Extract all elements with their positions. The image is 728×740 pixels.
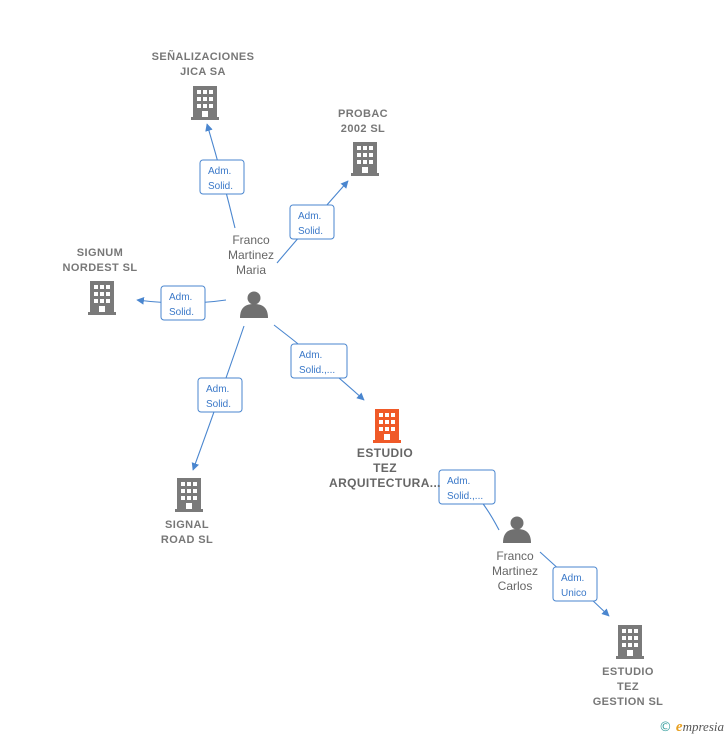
edge-role-label[interactable]: Adm. Solid.,... bbox=[290, 343, 348, 379]
edge-label-text: Solid. bbox=[208, 181, 233, 192]
edge-franco-martinez-carlos-to-estudio-tez-arquitectura: Adm. Solid.,... bbox=[437, 469, 500, 531]
edge-label-box bbox=[290, 343, 348, 379]
building-icon bbox=[351, 142, 379, 176]
edge-role-label[interactable]: Adm. Solid. bbox=[160, 285, 206, 321]
edge-role-label[interactable]: Adm. Solid. bbox=[199, 159, 245, 195]
building-icon bbox=[175, 478, 203, 512]
company-node-signum[interactable]: SIGNUM NORDEST SL bbox=[63, 247, 138, 315]
building-icon bbox=[373, 409, 401, 443]
edge-label-text: Solid. bbox=[298, 226, 323, 237]
company-name-line: TEZ bbox=[617, 681, 639, 693]
company-node-estudio-tez-gestion[interactable]: ESTUDIO TEZ GESTION SL bbox=[593, 625, 664, 708]
edge-label-text: Solid. bbox=[169, 307, 194, 318]
company-node-senalizaciones[interactable]: SEÑALIZACIONES JICA SA bbox=[152, 50, 255, 120]
edge-franco-martinez-maria-to-senalizaciones: Adm. Solid. bbox=[199, 123, 245, 229]
person-name-line: Franco bbox=[232, 233, 270, 247]
company-name-line: PROBAC bbox=[338, 108, 388, 120]
edge-role-label[interactable]: Adm. Solid.,... bbox=[438, 469, 496, 505]
edge-franco-martinez-maria-to-probac: Adm. Solid. bbox=[276, 180, 349, 264]
company-name-line: 2002 SL bbox=[341, 123, 385, 135]
edge-franco-martinez-maria-to-estudio-tez-arquitectura: Adm. Solid.,... bbox=[273, 324, 365, 401]
edge-franco-martinez-maria-to-signal-road: Adm. Solid. bbox=[191, 325, 245, 471]
company-node-estudio-tez-arquitectura[interactable]: ESTUDIOTEZARQUITECTURA... bbox=[329, 409, 441, 490]
footer-brand: © empresia bbox=[659, 719, 724, 736]
company-node-signal-road[interactable]: SIGNAL ROAD SL bbox=[161, 478, 213, 546]
building-icon bbox=[191, 86, 219, 120]
edge-label-box bbox=[160, 285, 206, 321]
company-name-line: ARQUITECTURA... bbox=[329, 476, 441, 490]
company-name-line: GESTION SL bbox=[593, 696, 664, 708]
edge-label-box bbox=[199, 159, 245, 195]
edge-label-box bbox=[438, 469, 496, 505]
brand-logo[interactable]: empresia bbox=[675, 719, 724, 735]
company-name-line: JICA SA bbox=[180, 66, 226, 78]
person-icon bbox=[503, 516, 531, 543]
company-name-line: ESTUDIO bbox=[602, 666, 654, 678]
company-name-line: SEÑALIZACIONES bbox=[152, 50, 255, 63]
company-name-line: TEZ bbox=[373, 461, 397, 475]
edge-franco-martinez-carlos-to-estudio-tez-gestion: Adm. Unico bbox=[539, 551, 610, 617]
person-name-line: Maria bbox=[236, 263, 266, 277]
person-name-line: Carlos bbox=[498, 579, 533, 593]
edge-label-text: Adm. bbox=[447, 476, 470, 487]
person-icon bbox=[240, 291, 268, 318]
edge-franco-martinez-maria-to-signum: Adm. Solid. bbox=[136, 285, 227, 321]
company-name-line: NORDEST SL bbox=[63, 262, 138, 274]
edge-label-box bbox=[197, 377, 243, 413]
building-icon bbox=[88, 281, 116, 315]
person-name-line: Martinez bbox=[228, 248, 274, 262]
company-name-line: SIGNUM bbox=[77, 247, 123, 259]
company-name-line: ESTUDIO bbox=[357, 446, 413, 460]
building-icon bbox=[616, 625, 644, 659]
edge-label-text: Solid.,... bbox=[299, 365, 335, 376]
company-name-line: SIGNAL bbox=[165, 519, 209, 531]
edge-label-text: Adm. bbox=[169, 292, 192, 303]
edge-label-text: Adm. bbox=[206, 384, 229, 395]
edge-label-text: Solid.,... bbox=[447, 491, 483, 502]
edge-label-box bbox=[552, 566, 598, 602]
person-name-line: Franco bbox=[496, 549, 534, 563]
copyright-icon: © bbox=[658, 720, 672, 735]
company-node-probac[interactable]: PROBAC 2002 SL bbox=[338, 108, 388, 176]
edge-label-text: Adm. bbox=[208, 166, 231, 177]
edge-label-text: Solid. bbox=[206, 399, 231, 410]
edge-label-text: Unico bbox=[561, 588, 587, 599]
edge-label-text: Adm. bbox=[561, 573, 584, 584]
edge-label-text: Adm. bbox=[299, 350, 322, 361]
company-name-line: ROAD SL bbox=[161, 534, 213, 546]
edge-label-box bbox=[289, 204, 335, 240]
edge-role-label[interactable]: Adm. Solid. bbox=[197, 377, 243, 413]
edge-role-label[interactable]: Adm. Solid. bbox=[289, 204, 335, 240]
person-name-line: Martinez bbox=[492, 564, 538, 578]
edge-label-text: Adm. bbox=[298, 211, 321, 222]
edge-role-label[interactable]: Adm. Unico bbox=[552, 566, 598, 602]
